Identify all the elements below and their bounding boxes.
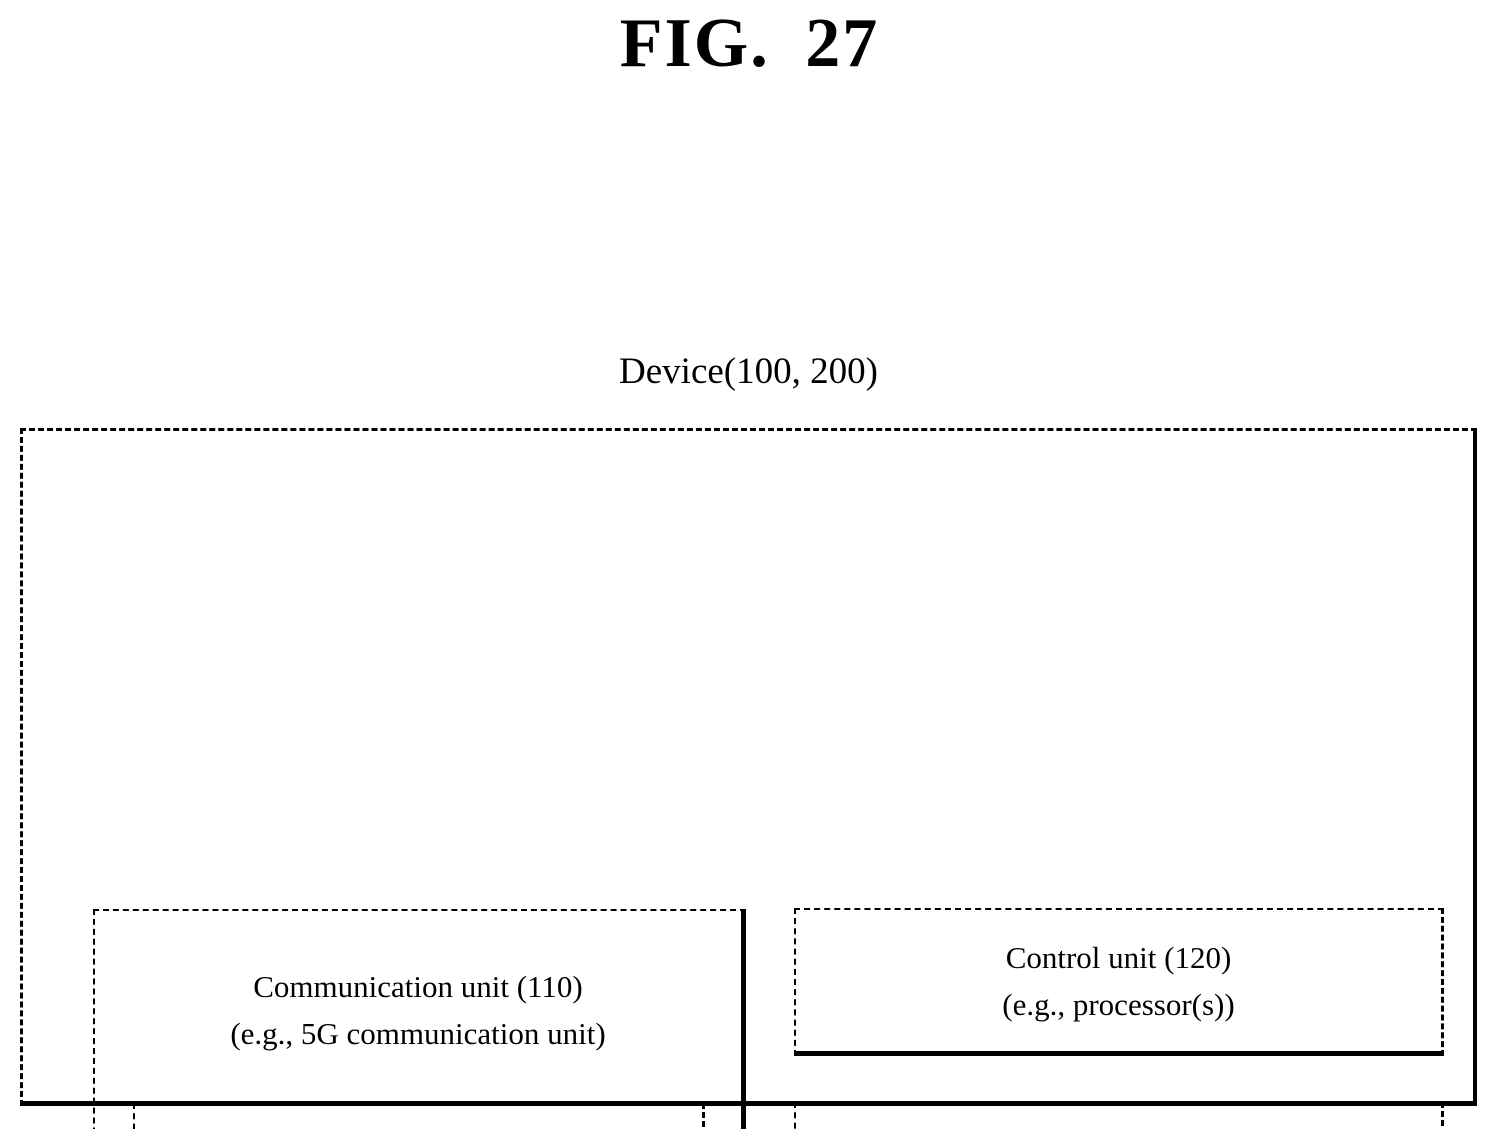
communication-unit-box: Communication unit (110) (e.g., 5G commu…	[93, 909, 746, 1129]
communication-unit-subtitle: (e.g., 5G communication unit)	[230, 1016, 606, 1051]
control-unit-subtitle: (e.g., processor(s))	[1002, 986, 1235, 1022]
control-unit-box: Control unit (120) (e.g., processor(s))	[794, 908, 1444, 1056]
device-box: Communication unit (110) (e.g., 5G commu…	[20, 428, 1477, 1129]
communication-unit-header: Communication unit (110) (e.g., 5G commu…	[95, 963, 741, 1057]
control-unit-title: Control unit (120)	[1005, 939, 1232, 975]
device-label: Device(100, 200)	[619, 351, 878, 392]
communication-unit-title: Communication unit (110)	[253, 969, 583, 1004]
memory-unit-box: Memory unit (130) (e.g., RAM, storage)	[794, 1102, 1444, 1129]
figure-title: FIG. 27	[619, 5, 880, 82]
communication-circuit-box: Communication circuit (112) (e.g., proce…	[133, 1103, 705, 1129]
